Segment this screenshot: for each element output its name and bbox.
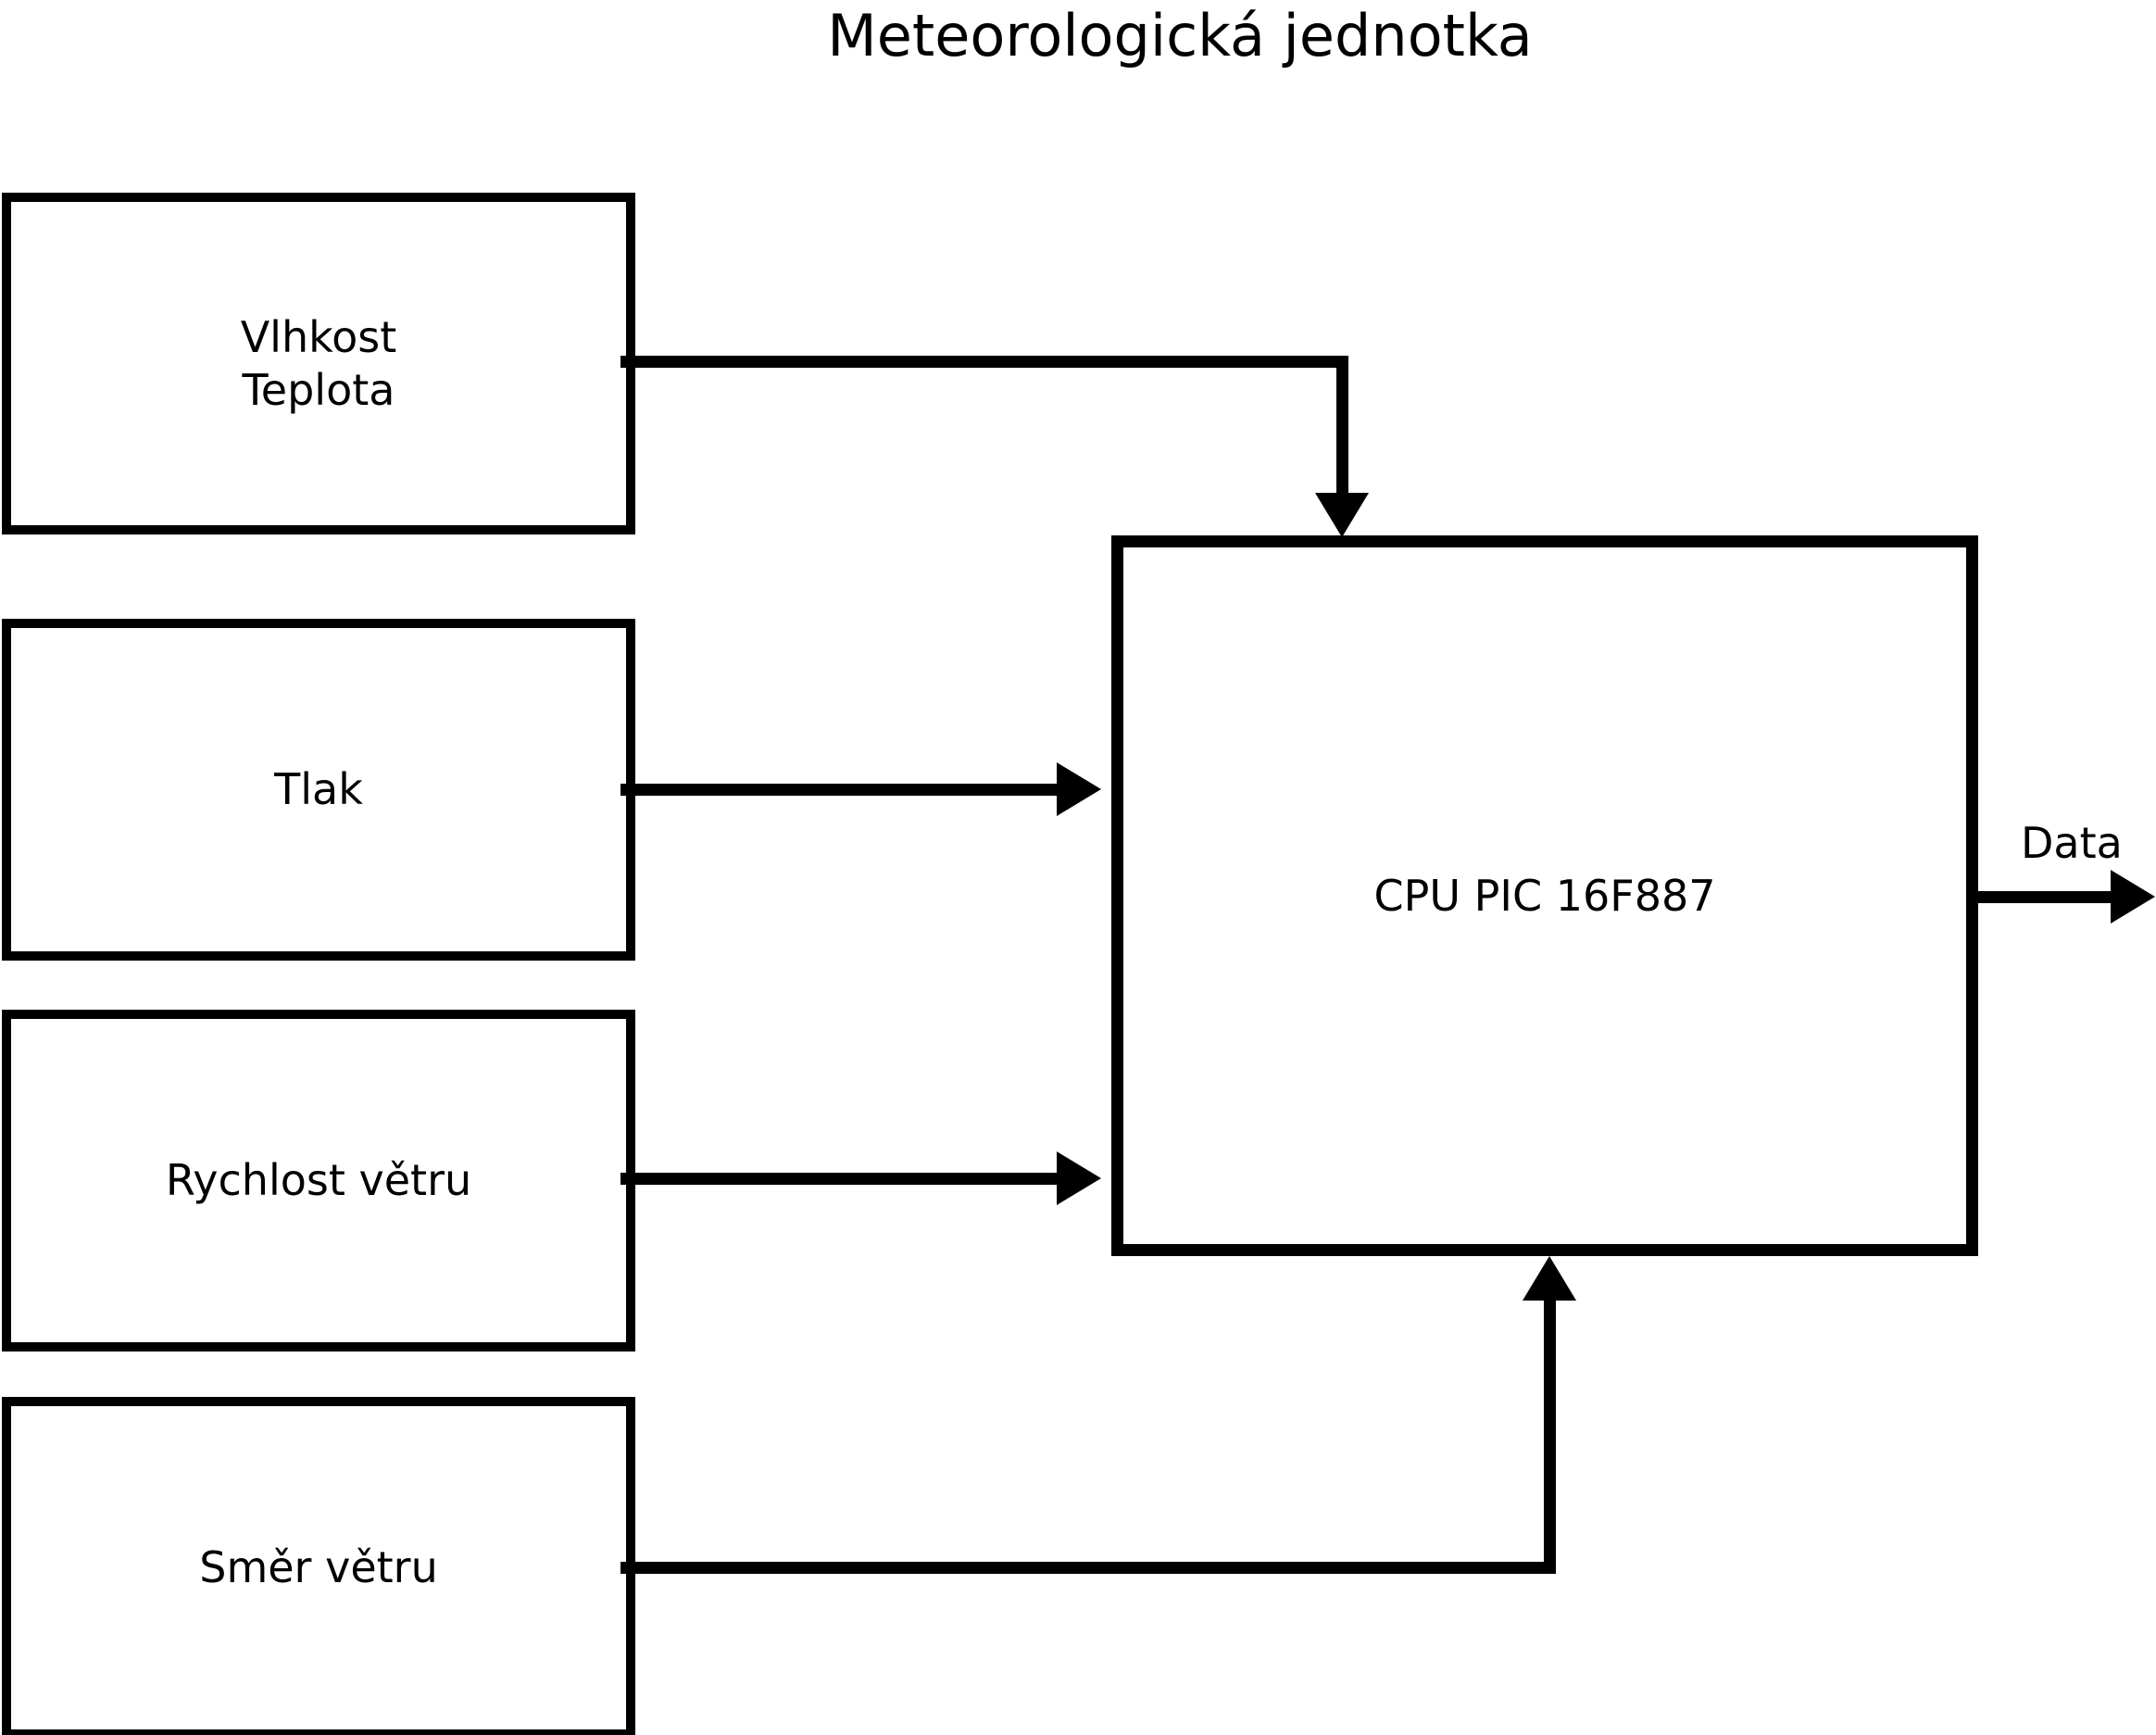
- node-humidity-temperature-frame[interactable]: Vlhkost Teplota: [2, 193, 635, 534]
- node-pressure-label: Tlak: [274, 764, 363, 815]
- edge-pressure-to-cpu-arrowhead-icon: [1057, 762, 1101, 816]
- node-wind-direction-label: Směr větru: [199, 1542, 438, 1593]
- node-pressure[interactable]: Tlak: [2, 619, 635, 961]
- edge-humidity-to-cpu-horizontal: [620, 356, 1348, 368]
- node-cpu[interactable]: CPU PIC 16F887: [1111, 535, 1978, 1256]
- node-humidity-temperature-label: Vlhkost Teplota: [240, 312, 397, 415]
- node-cpu-label: CPU PIC 16F887: [1373, 871, 1716, 921]
- edge-humidity-to-cpu-vertical: [1336, 356, 1348, 495]
- edge-windspeed-to-cpu-arrowhead-icon: [1057, 1151, 1101, 1205]
- edge-winddirection-to-cpu-vertical: [1544, 1301, 1556, 1574]
- edge-winddirection-to-cpu-horizontal: [620, 1562, 1556, 1574]
- edge-humidity-to-cpu-arrowhead-icon: [1315, 493, 1369, 537]
- edge-windspeed-to-cpu-line: [620, 1173, 1059, 1185]
- page-title: Meteorologická jednotka: [827, 2, 1533, 69]
- edge-winddirection-to-cpu-arrowhead-icon: [1523, 1256, 1576, 1301]
- edge-cpu-to-output-line: [1973, 891, 2113, 903]
- edge-cpu-to-output-arrowhead-icon: [2111, 870, 2155, 924]
- node-wind-speed[interactable]: Rychlost větru: [2, 1010, 635, 1352]
- node-wind-direction[interactable]: Směr větru: [2, 1397, 635, 1735]
- edge-pressure-to-cpu-line: [620, 784, 1059, 796]
- node-wind-speed-label: Rychlost větru: [165, 1155, 472, 1206]
- edge-cpu-to-output-label: Data: [2021, 818, 2123, 868]
